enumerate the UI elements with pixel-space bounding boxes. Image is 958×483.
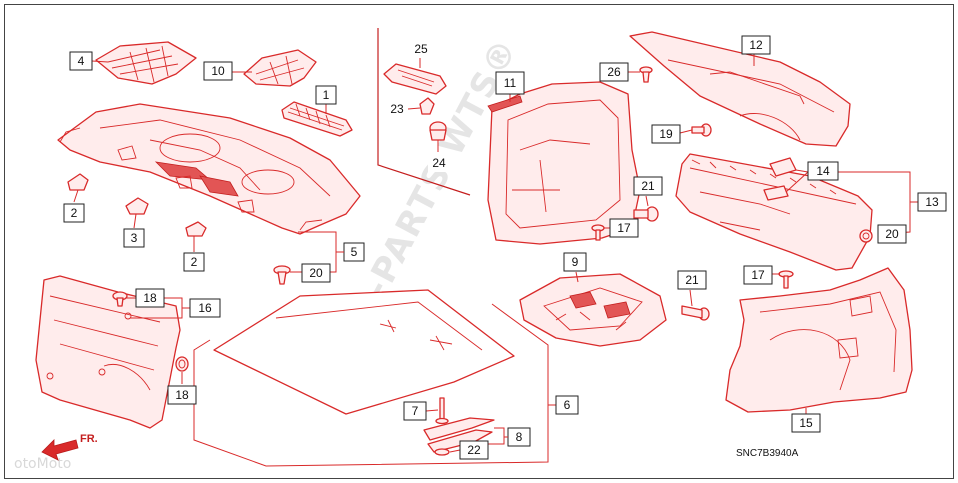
callout-label: 21	[641, 179, 655, 193]
part-2-clip-b	[185, 221, 207, 237]
callout-label: 14	[816, 164, 830, 178]
callout-label: 25	[414, 42, 428, 56]
part-2-clip-a	[67, 173, 89, 191]
part-21-clip-b	[681, 305, 710, 321]
callout-label: 2	[71, 206, 78, 220]
callout-16: 16	[189, 298, 221, 318]
callout-24: 24	[428, 154, 450, 172]
part-17-push-pin-b	[778, 270, 794, 289]
callout-20-sill: 20	[877, 224, 907, 244]
callout-label: 17	[751, 268, 765, 282]
callout-6: 6	[555, 395, 579, 415]
part-24-knob	[429, 121, 447, 141]
part-19-clip	[691, 123, 712, 137]
callout-11: 11	[495, 71, 525, 95]
callout-14: 14	[807, 161, 839, 181]
arrow-icon	[41, 439, 79, 461]
part-21-clip-a	[633, 206, 659, 222]
callout-label: 3	[131, 231, 138, 245]
part-3-clip	[125, 197, 149, 215]
part-6-group-outline	[193, 303, 549, 467]
callout-5: 5	[343, 242, 365, 262]
callout-label: 1	[323, 88, 330, 102]
callout-21-upper: 21	[633, 176, 663, 196]
part-23-cap	[419, 97, 435, 115]
callout-12: 12	[741, 35, 771, 55]
callout-label: 26	[607, 65, 621, 79]
callout-label: 16	[198, 301, 212, 315]
part-6-trunk-floor-mat	[213, 289, 515, 415]
part-20-fastener-a	[273, 265, 291, 285]
diagram-code: SNC7B3940A	[736, 448, 799, 459]
front-direction-indicator: FR.	[41, 433, 98, 461]
callout-17-lower: 17	[743, 265, 773, 285]
diagram-border	[4, 4, 954, 479]
part-20-fastener-b	[859, 229, 873, 243]
callout-3: 3	[123, 228, 145, 248]
callout-label: 18	[175, 388, 189, 402]
corner-watermark: otoMoto	[14, 456, 71, 472]
callout-10: 10	[203, 61, 233, 81]
callout-20-shelf: 20	[301, 263, 331, 283]
callout-label: 2	[191, 255, 198, 269]
part-9-tool-tray	[519, 273, 667, 347]
callout-8: 8	[507, 427, 531, 447]
part-25-latch	[383, 63, 447, 95]
callout-21-lower: 21	[677, 270, 707, 290]
callout-label: 18	[143, 291, 157, 305]
callout-25: 25	[410, 40, 432, 58]
callout-label: 11	[504, 76, 517, 90]
part-18-clip-a	[112, 291, 128, 307]
callout-26: 26	[599, 62, 629, 82]
part-22-washer	[434, 448, 450, 456]
callout-18-lower: 18	[167, 385, 197, 405]
callout-label: 24	[432, 156, 446, 170]
callout-2-left: 2	[63, 203, 85, 223]
part-5-rear-shelf	[57, 103, 361, 235]
group-separator-line	[377, 28, 471, 196]
callout-4: 4	[69, 51, 93, 71]
callout-label: 9	[572, 255, 579, 269]
callout-label: 15	[799, 416, 813, 430]
callout-19: 19	[651, 124, 681, 144]
part-10-speaker-grille	[243, 49, 317, 87]
part-26-screw	[639, 66, 653, 83]
part-7-bolt	[435, 397, 449, 425]
callout-label: 6	[564, 398, 571, 412]
callout-9: 9	[563, 252, 587, 272]
part-1-vent	[281, 101, 353, 137]
callout-13: 13	[917, 192, 947, 212]
callout-1: 1	[315, 85, 337, 105]
part-11-side-trim	[487, 81, 641, 245]
callout-label: 10	[211, 64, 225, 78]
callout-label: 20	[885, 227, 899, 241]
callout-22: 22	[459, 440, 489, 460]
callout-15: 15	[791, 413, 821, 433]
callout-label: 17	[617, 221, 631, 235]
callout-label: 19	[659, 127, 673, 141]
direction-label: FR.	[80, 433, 98, 445]
callout-label: 13	[925, 195, 939, 209]
callout-label: 8	[516, 430, 523, 444]
callout-2-middle: 2	[183, 252, 205, 272]
part-18-clip-b	[175, 356, 189, 372]
callout-label: 21	[685, 273, 699, 287]
callout-label: 4	[78, 54, 85, 68]
callout-17-upper: 17	[609, 218, 639, 238]
callout-label: 12	[749, 38, 763, 52]
callout-label: 5	[351, 245, 358, 259]
part-15-trunk-side-panel	[725, 267, 913, 413]
callout-23: 23	[386, 100, 408, 118]
callout-label: 22	[467, 443, 481, 457]
part-4-speaker-grille	[95, 41, 197, 85]
callout-7: 7	[403, 401, 427, 421]
callout-label: 7	[412, 404, 419, 418]
callout-label: 23	[390, 102, 404, 116]
part-12-upper-trim	[629, 31, 851, 147]
callout-18-upper: 18	[135, 288, 165, 308]
callout-label: 20	[309, 266, 323, 280]
